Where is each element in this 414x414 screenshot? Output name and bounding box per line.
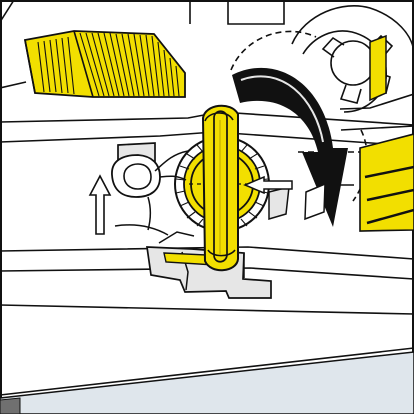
left-arrow-icon (243, 175, 293, 195)
right-small-part (268, 182, 326, 221)
bottom-panel (0, 351, 414, 414)
threaded-rod (23, 30, 186, 98)
knob-icon (201, 104, 239, 272)
spring-icon (111, 142, 189, 231)
lower-bracket (114, 224, 195, 244)
right-yellow-block (359, 34, 414, 232)
up-arrow-icon (88, 174, 112, 235)
